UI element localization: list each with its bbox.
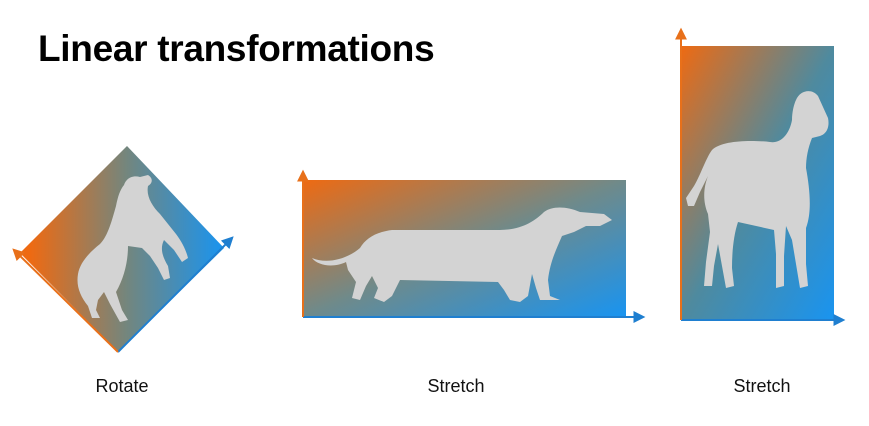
stretch-caption-wide: Stretch (427, 376, 485, 396)
rotate-caption: Rotate (95, 376, 149, 396)
rotate-panel (12, 146, 234, 353)
dog-silhouette-icon (77, 175, 188, 322)
stretch-caption-tall: Stretch (733, 376, 791, 396)
rotated-x-axis (117, 236, 234, 353)
dog-silhouette-icon (312, 207, 612, 302)
stretch-tall-panel (675, 27, 846, 326)
stretch-wide-panel (297, 169, 646, 323)
dog-silhouette-icon (686, 91, 829, 288)
slide-title: Linear transformations (38, 28, 435, 69)
rotated-y-axis (12, 248, 119, 353)
